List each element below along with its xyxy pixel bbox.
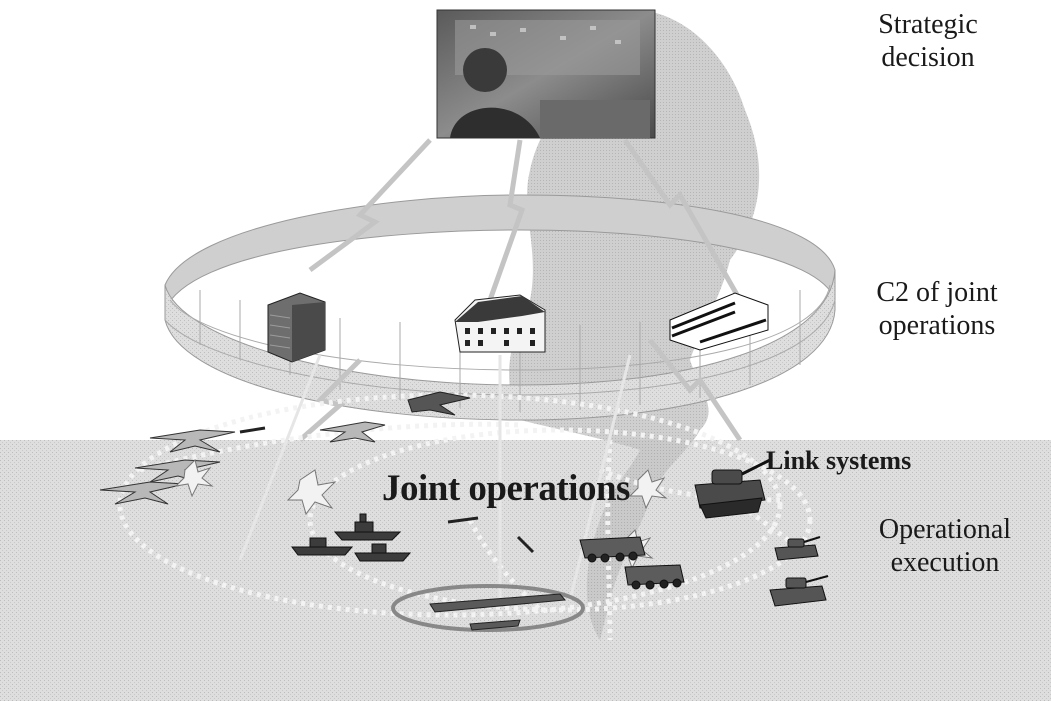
missile-icon <box>239 426 535 554</box>
command-lines <box>238 354 632 601</box>
tower-building-icon <box>267 292 326 363</box>
aircraft-carrier-icon <box>391 584 585 632</box>
office-building-icon <box>669 292 769 351</box>
link-network <box>117 392 813 641</box>
strategic-decision-label: Strategic decision <box>878 9 978 74</box>
fighter-jet-icon <box>99 421 386 505</box>
joint-operations-title: Joint operations <box>382 468 630 509</box>
propeller-aircraft-icon <box>407 391 471 416</box>
link-systems-label: Link systems <box>766 446 912 475</box>
armored-vehicle-icon <box>579 536 685 590</box>
manor-building-icon <box>454 294 546 353</box>
operational-execution-label: Operational execution <box>878 514 1012 579</box>
c2-joint-operations-label: C2 of joint operations <box>876 277 998 342</box>
tank-icon <box>694 458 771 519</box>
command-center-photo <box>436 9 656 139</box>
map-silhouette <box>509 10 760 640</box>
warship-icon <box>291 513 412 562</box>
tank-icon <box>774 536 821 561</box>
tank-icon <box>769 575 829 607</box>
